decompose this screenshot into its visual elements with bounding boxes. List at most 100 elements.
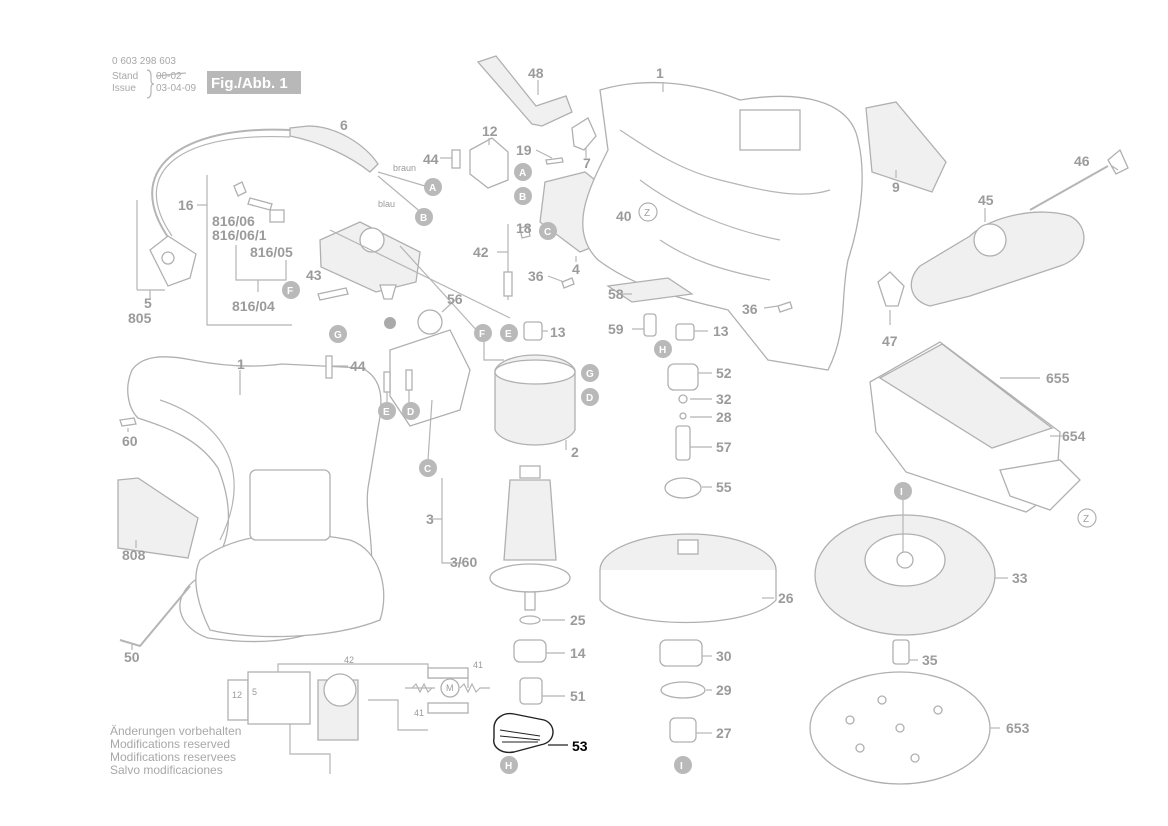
label-808: 808 (122, 547, 146, 563)
sheet-hole (933, 705, 943, 715)
marker-g-circle (329, 325, 347, 343)
label-29: 29 (716, 682, 732, 698)
marker-i: I (900, 487, 903, 498)
part-28-ring (679, 412, 687, 420)
bracket-3 (441, 478, 462, 564)
pads-group (809, 500, 1008, 785)
label-3-60: 3/60 (450, 554, 477, 570)
leader-36b (763, 305, 779, 309)
label-57: 57 (716, 439, 732, 455)
power-cord-inner (155, 135, 291, 237)
housing-half (582, 81, 947, 371)
marker-b2-circle (514, 187, 532, 205)
sheet-hole (910, 753, 920, 763)
marker-i-circle (894, 482, 912, 500)
label-60: 60 (122, 433, 138, 449)
marker-f2-circle (474, 324, 492, 342)
label-43: 43 (306, 267, 322, 283)
part-number: 0 603 298 603 (112, 56, 176, 67)
label-47: 47 (882, 333, 898, 349)
circuit-plug-box (227, 679, 249, 721)
label-805: 805 (128, 310, 152, 326)
leader-E-line (329, 229, 511, 319)
part-9-label (865, 101, 947, 193)
note-es: Salvo modificaciones (110, 763, 223, 777)
plug-pin (161, 251, 175, 265)
leader-36a (547, 275, 565, 283)
part-45-port (973, 223, 1007, 257)
circuit-coil-b (459, 682, 490, 694)
marker-f: F (287, 286, 293, 297)
wire-terminal-e (383, 371, 391, 393)
circuit-label-41a: 41 (473, 660, 483, 670)
part-19-screw (545, 157, 564, 165)
screw-43 (317, 287, 349, 301)
armature-shaft-bottom (524, 591, 536, 611)
dust-box-nozzle (999, 459, 1081, 511)
circuit-wire-41 (368, 699, 428, 731)
marker-b: B (420, 213, 427, 224)
marker-c-circle (539, 222, 557, 240)
leader-19 (535, 149, 553, 159)
part-57-shaft (675, 425, 691, 461)
part-59-pin (643, 313, 657, 337)
switch-terminal (269, 209, 285, 223)
label-4: 4 (572, 261, 580, 277)
stand-value-strike (155, 72, 187, 77)
marker-g: G (334, 330, 342, 341)
marker-h-circle (654, 340, 672, 358)
part-58-plate (606, 277, 694, 303)
switch-knob (379, 284, 397, 300)
switch-unit (319, 221, 421, 293)
switch-group (197, 175, 511, 335)
part-55-bearing (664, 477, 702, 499)
label-53-highlight: 53 (572, 738, 588, 754)
sheet-hole (895, 723, 905, 733)
wire-brown (377, 171, 426, 187)
label-25: 25 (570, 612, 586, 628)
marker-c2-circle (419, 459, 437, 477)
wire-blue (377, 175, 424, 215)
label-13b: 13 (713, 323, 729, 339)
marker-g2-circle (581, 364, 599, 382)
terminal-clip (233, 181, 247, 197)
marker-z-circle (638, 202, 658, 222)
housing-detail-c (659, 239, 771, 281)
part-18-screw (519, 225, 531, 239)
sander-base (195, 533, 385, 638)
label-816-04: 816/04 (232, 298, 275, 314)
label-816-05: 816/05 (250, 244, 293, 260)
part-42-rod (503, 271, 513, 297)
marker-i2: I (680, 761, 683, 772)
marker-z2: Z (1083, 514, 1089, 525)
label-59: 59 (608, 321, 624, 337)
assembled-sander (117, 355, 385, 650)
marker-d: D (586, 393, 593, 404)
part-51-pinion (519, 677, 543, 705)
part-52-gear (667, 363, 699, 391)
part-25-washer (519, 615, 541, 625)
stand-value: 00-02 (156, 71, 182, 82)
circuit-label-41b: 41 (414, 708, 424, 718)
motor-group (432, 321, 576, 705)
label-58: 58 (608, 286, 624, 302)
stator-top (494, 359, 576, 385)
label-50: 50 (124, 649, 140, 665)
marker-z: Z (644, 208, 650, 219)
header-block: 0 603 298 603 Stand Issue 00-02 03-04-09… (112, 56, 301, 99)
part-45-adapter (910, 211, 1085, 307)
part-808-plate (117, 477, 199, 559)
marker-d-circle (581, 388, 599, 406)
counterweight-hub (677, 539, 699, 555)
label-36a: 36 (528, 268, 544, 284)
part-labels: 48 1 6 12 44 19 7 46 9 45 16 816/06 816/… (122, 65, 1090, 754)
issue-label: Issue (112, 83, 136, 94)
part-655-filter-top (878, 343, 1054, 449)
leader-F-line (399, 245, 481, 335)
header-brace (146, 69, 155, 99)
circuit-switch-box (247, 671, 311, 725)
marker-a2: A (519, 168, 526, 179)
marker-f-circle (282, 281, 300, 299)
electronics-group (383, 299, 471, 461)
